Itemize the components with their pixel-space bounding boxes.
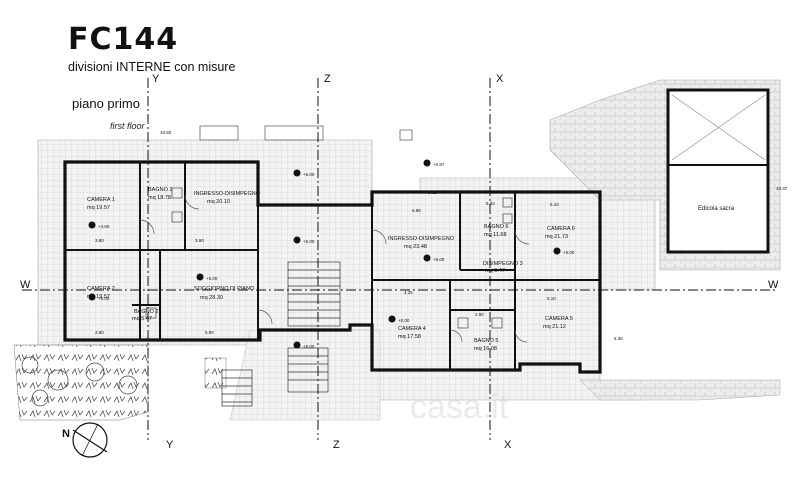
dim-11: 2.90 (475, 312, 484, 317)
axis-x-bottom: X (504, 439, 512, 451)
room-area-camera5: mq 21.12 (543, 324, 566, 330)
balcony-railings (199, 125, 413, 141)
axis-x-top: X (496, 73, 504, 85)
room-name-bagno1: BAGNO 1 (148, 187, 172, 193)
level-5: +0.87 (433, 162, 445, 167)
level-6: +5.00 (433, 257, 445, 262)
dim-13: 10.37 (776, 186, 788, 191)
doors (139, 194, 530, 343)
level-9: +5.00 (303, 172, 315, 177)
axis-z-top: Z (324, 73, 331, 85)
dim-10: 4.25 (404, 290, 413, 295)
dim-3: 3.90 (195, 238, 204, 243)
interior-walls (65, 162, 600, 370)
room-name-camera5: CAMERA 5 (545, 316, 573, 322)
room-area-soggiorno: mq 28.30 (200, 295, 223, 301)
dim-9: 5.10 (547, 296, 556, 301)
room-area-camera1: mq 19.57 (87, 205, 110, 211)
plan-labels: Y Z X Y Z X W W N CAMERA 1 mq 19.57 BAGN… (20, 73, 788, 451)
axis-w-left: W (20, 279, 31, 291)
room-name-ingresso2: INGRESSO-DISIMPEGNO (388, 236, 455, 242)
level-7: +5.00 (563, 250, 575, 255)
room-area-disimpegno3: mq 6.47 (485, 268, 505, 274)
north-compass (72, 422, 108, 458)
dim-4: 3.80 (95, 238, 104, 243)
room-name-ingresso1: INGRESSO-DISIMPEGNO (194, 191, 261, 197)
level-8: +0.00 (398, 318, 410, 323)
bathroom-fixtures (145, 187, 513, 329)
room-area-ingresso2: mq 23.48 (404, 244, 427, 250)
room-name-camera1: CAMERA 1 (87, 197, 115, 203)
axis-y-bottom: Y (166, 439, 174, 451)
garden (13, 344, 227, 421)
plan-subtitle: divisioni INTERNE con misure (68, 60, 236, 74)
compass-label: N (62, 428, 70, 440)
axis-w-right: W (768, 279, 779, 291)
dim-8: 5.92 (486, 201, 495, 206)
room-area-camera2: mq 19.57 (87, 294, 110, 300)
level-markers (88, 159, 561, 349)
room-name-bagno2: BAGNO 2 (134, 309, 158, 315)
room-name-disimpegno3: DISIMPEGNO 3 (483, 261, 523, 267)
dim-6: 5.85 (412, 208, 421, 213)
room-area-camera4: mq 17.58 (398, 334, 421, 340)
level-1: +4.60 (98, 224, 110, 229)
axis-z-bottom: Z (333, 439, 340, 451)
room-name-camera4: CAMERA 4 (398, 326, 426, 332)
room-area-bagno5: mq 16.08 (474, 346, 497, 352)
room-area-bagno6: mq 11.68 (484, 232, 507, 238)
room-name-camera6: CAMERA 6 (547, 226, 575, 232)
level-3: +5.00 (206, 276, 218, 281)
dim-14: 6.35 (614, 336, 623, 341)
floor-label: piano primo (72, 96, 140, 111)
room-area-camera6: mq 21.73 (545, 234, 568, 240)
room-area-bagno1: mq 18.78 (148, 195, 171, 201)
level-4: +5.00 (303, 239, 315, 244)
room-name-edicola: Edicola sacra (698, 206, 735, 212)
level-2: +5.00 (98, 296, 110, 301)
section-axes (22, 78, 778, 440)
room-area-bagno2: mq 5.47 (132, 316, 152, 322)
level-10: +5.00 (303, 344, 315, 349)
room-name-soggiorno: SOGGIORNO DI PIANO (194, 286, 255, 292)
room-name-bagno6: BAGNO 6 (484, 224, 508, 230)
dim-2: 3.80 (95, 330, 104, 335)
dim-1: 10.50 (160, 130, 172, 135)
room-name-bagno5: BAGNO 5 (474, 338, 498, 344)
dim-7: 5.10 (550, 202, 559, 207)
dim-12: 3.62 (428, 190, 437, 195)
room-name-camera2: CAMERA 2 (87, 286, 115, 292)
floor-label-en: first floor (110, 121, 145, 131)
dim-5: 5.90 (205, 330, 214, 335)
plan-code: FC144 (68, 22, 179, 57)
room-area-ingresso1: mq 20.10 (207, 199, 230, 205)
watermark: casa.it (410, 388, 509, 426)
stairs (221, 261, 341, 407)
axis-y-top: Y (152, 73, 160, 85)
edicola-sacra (666, 88, 770, 254)
